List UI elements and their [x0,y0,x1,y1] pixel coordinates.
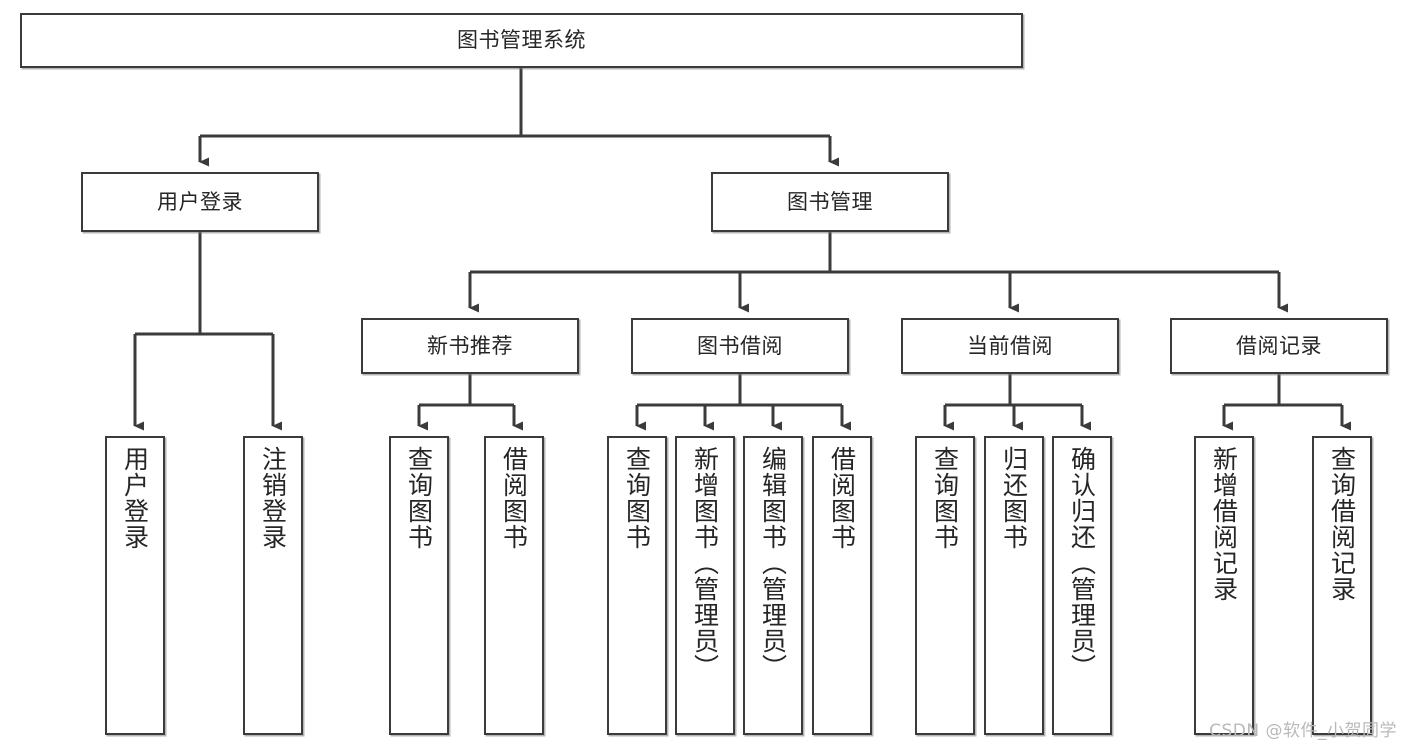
leaf-newbook-borrow-book-label: 借阅图书 [499,446,529,550]
node-root[interactable]: 图书管理系统 [20,13,1023,68]
leaf-borrow-query-book[interactable]: 查询图书 [607,436,667,735]
node-book-borrow-label: 图书借阅 [697,333,783,358]
node-book-management[interactable]: 图书管理 [711,172,949,232]
leaf-borrow-add-book-label: 新增图书（管理员） [690,446,720,680]
leaf-borrow-edit-book[interactable]: 编辑图书（管理员） [743,436,803,735]
leaf-current-return-book[interactable]: 归还图书 [984,436,1044,735]
leaf-newbook-query-book-label: 查询图书 [404,446,434,550]
node-user-login[interactable]: 用户登录 [81,172,319,232]
leaf-user-login[interactable]: 用户登录 [105,436,165,735]
leaf-current-confirm-return[interactable]: 确认归还（管理员） [1052,436,1112,735]
node-new-book-recommend[interactable]: 新书推荐 [361,318,579,374]
leaf-record-query-label: 查询借阅记录 [1327,446,1357,602]
leaf-current-confirm-return-label: 确认归还（管理员） [1067,446,1097,680]
leaf-current-return-book-label: 归还图书 [999,446,1029,550]
leaf-borrow-lend-book-label: 借阅图书 [827,446,857,550]
leaf-borrow-lend-book[interactable]: 借阅图书 [812,436,872,735]
leaf-borrow-add-book[interactable]: 新增图书（管理员） [675,436,735,735]
leaf-current-query-book-label: 查询图书 [930,446,960,550]
leaf-user-logout-label: 注销登录 [258,446,288,550]
node-borrow-record[interactable]: 借阅记录 [1170,318,1388,374]
leaf-record-add-label: 新增借阅记录 [1209,446,1239,602]
leaf-current-query-book[interactable]: 查询图书 [915,436,975,735]
leaf-borrow-edit-book-label: 编辑图书（管理员） [758,446,788,680]
node-current-borrow-label: 当前借阅 [967,333,1053,358]
leaf-newbook-query-book[interactable]: 查询图书 [389,436,449,735]
leaf-newbook-borrow-book[interactable]: 借阅图书 [484,436,544,735]
node-new-book-recommend-label: 新书推荐 [427,333,513,358]
node-borrow-record-label: 借阅记录 [1236,333,1322,358]
watermark: CSDN @软件_小贺同学 [1209,721,1397,741]
leaf-record-query[interactable]: 查询借阅记录 [1312,436,1372,735]
leaf-user-login-label: 用户登录 [120,446,150,550]
node-book-borrow[interactable]: 图书借阅 [631,318,849,374]
leaf-record-add[interactable]: 新增借阅记录 [1194,436,1254,735]
node-user-login-label: 用户登录 [157,189,243,214]
leaf-borrow-query-book-label: 查询图书 [622,446,652,550]
node-current-borrow[interactable]: 当前借阅 [901,318,1119,374]
leaf-user-logout[interactable]: 注销登录 [243,436,303,735]
node-book-management-label: 图书管理 [787,189,873,214]
node-root-label: 图书管理系统 [457,28,586,53]
